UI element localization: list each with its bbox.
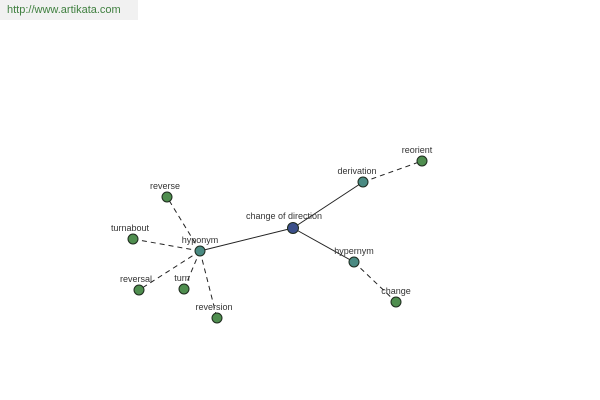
node-label-derivation: derivation xyxy=(337,166,376,176)
url-banner: http://www.artikata.com xyxy=(0,0,138,20)
node-hypernym[interactable] xyxy=(348,256,360,268)
edge-change-of-direction-derivation xyxy=(292,181,364,229)
edges-layer xyxy=(132,160,423,319)
edge-hyponym-turnabout xyxy=(132,238,201,252)
node-change-of-direction[interactable] xyxy=(287,222,299,234)
node-turn[interactable] xyxy=(178,283,190,295)
node-hyponym[interactable] xyxy=(194,245,206,257)
node-reverse[interactable] xyxy=(161,191,173,203)
node-derivation[interactable] xyxy=(357,176,369,188)
node-reversion[interactable] xyxy=(211,312,223,324)
node-label-turnabout: turnabout xyxy=(111,223,150,233)
edge-derivation-reorient xyxy=(362,160,423,183)
node-reorient[interactable] xyxy=(416,155,428,167)
node-label-change-of-direction: change of direction xyxy=(246,211,322,221)
node-reversal[interactable] xyxy=(133,284,145,296)
labels-layer: change of direction hyponym derivation hype… xyxy=(111,145,433,312)
node-label-change: change xyxy=(381,286,411,296)
node-label-reversal: reversal xyxy=(120,274,152,284)
edge-hyponym-reverse xyxy=(166,196,201,252)
node-label-hyponym: hyponym xyxy=(182,235,219,245)
node-label-turn: turn xyxy=(174,273,190,283)
node-label-reorient: reorient xyxy=(402,145,433,155)
node-label-reversion: reversion xyxy=(195,302,232,312)
edge-hypernym-change xyxy=(353,261,397,303)
node-label-hypernym: hypernym xyxy=(334,246,374,256)
site-url-link[interactable]: http://www.artikata.com xyxy=(7,4,121,16)
node-turnabout[interactable] xyxy=(127,233,139,245)
edge-change-of-direction-hypernym xyxy=(292,227,355,263)
node-label-reverse: reverse xyxy=(150,181,180,191)
node-change[interactable] xyxy=(390,296,402,308)
edge-hyponym-reversal xyxy=(138,250,201,291)
edge-hyponym-reversion xyxy=(199,250,218,319)
edge-hyponym-turn xyxy=(183,250,201,290)
nodes-layer xyxy=(127,155,428,324)
edge-change-of-direction-hyponym xyxy=(199,227,294,252)
